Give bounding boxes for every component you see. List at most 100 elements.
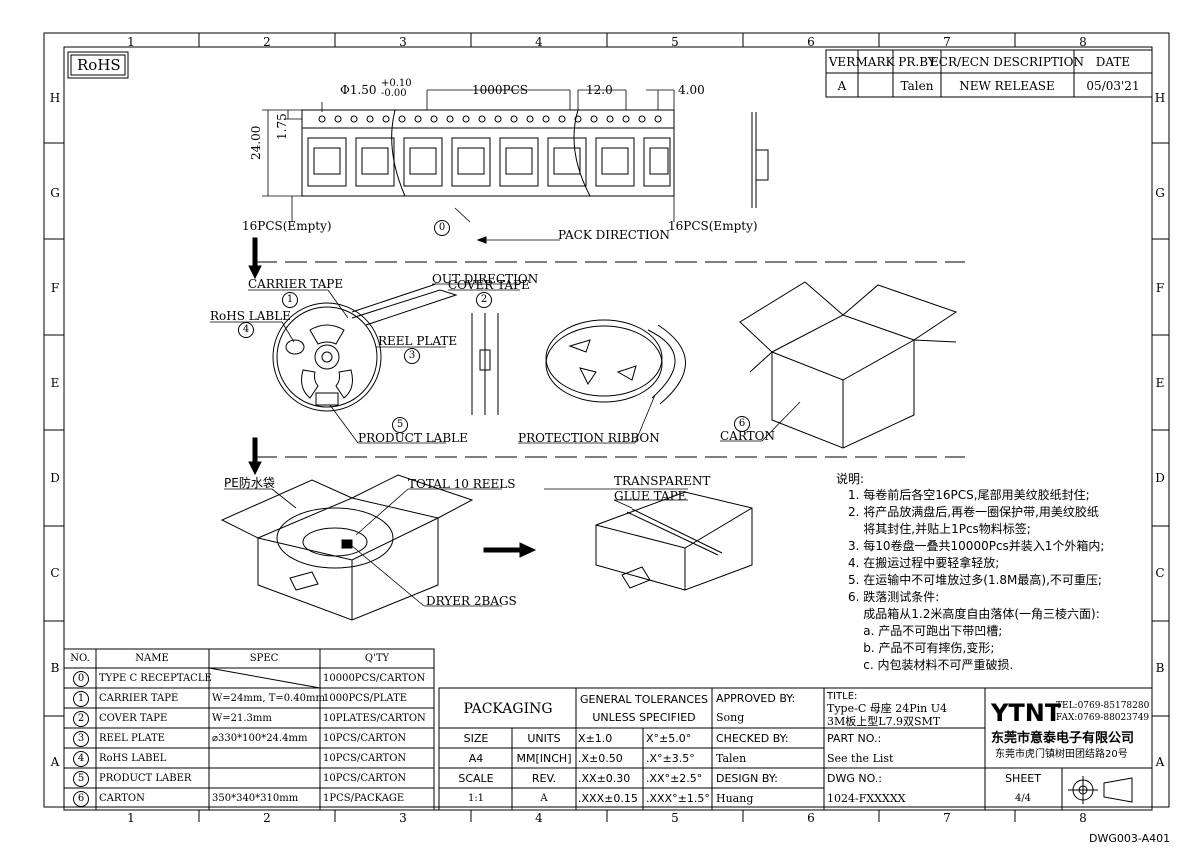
row-label-f: F <box>50 281 60 295</box>
item-marker-2: 2 <box>476 292 492 308</box>
company-logo: YTNT <box>991 699 1062 727</box>
row-label-e-right: E <box>1155 376 1165 390</box>
checked-by-value: Talen <box>716 752 747 765</box>
row-label-g-right: G <box>1155 186 1165 200</box>
size-label: SIZE <box>463 732 489 745</box>
col-label-2: 2 <box>263 35 271 49</box>
note-line: 将其封住,并贴上1Pcs物料标签; <box>848 522 1031 536</box>
note-line: c. 内包装材料不可严重破损. <box>848 658 1014 672</box>
bom-row-name: REEL PLATE <box>99 733 165 744</box>
leader-lines <box>210 283 801 607</box>
hole-tolerance-plus: +0.10 <box>381 78 412 89</box>
tolerance-xxxx-angle: .XXX°±1.5° <box>646 792 710 805</box>
title-block <box>438 687 1153 811</box>
item-marker-5: 5 <box>392 417 408 433</box>
row-label-a-right: A <box>1155 755 1165 769</box>
item-marker-6: 6 <box>734 416 750 432</box>
bom-table <box>63 648 435 811</box>
note-line: a. 产品不可跑出下带凹槽; <box>848 624 1003 638</box>
part-no-value: See the List <box>827 752 894 765</box>
col-label-4: 4 <box>535 35 543 49</box>
bom-row-no: 0 <box>73 671 89 687</box>
lead-empty-label: 16PCS(Empty) <box>242 219 332 233</box>
rev-header-date: DATE <box>1095 55 1131 69</box>
bom-row-name: CARTON <box>99 793 145 804</box>
trail-empty-label: 16PCS(Empty) <box>668 219 758 233</box>
document-code: DWG003-A401 <box>1089 832 1171 845</box>
note-line: 4. 在搬运过程中要轻拿轻放; <box>848 556 1000 570</box>
transparent-label: TRANSPARENT <box>614 474 711 488</box>
col-label-6: 6 <box>807 35 815 49</box>
row-label-h-right: H <box>1154 91 1166 105</box>
design-by-value: Huang <box>716 792 754 805</box>
tolerance-xxxx: .XXX±0.15 <box>578 792 638 805</box>
out-direction-label: OUT DIRECTION <box>432 272 539 286</box>
scale-value: 1:1 <box>467 793 485 804</box>
rev-header-ver: VER <box>828 55 856 69</box>
outer-border <box>43 32 1170 808</box>
col-label-3: 3 <box>399 35 407 49</box>
dwg-no-label: DWG NO.: <box>827 772 883 785</box>
rev-date: 05/03'21 <box>1086 79 1140 93</box>
bom-row-name: RoHS LABEL <box>99 753 167 764</box>
tape-dimensions <box>262 89 675 241</box>
title-line-1: Type-C 母座 24Pin U4 <box>827 702 947 715</box>
hole-offset-label: 1.75 <box>275 113 289 140</box>
bom-row-no: 6 <box>73 791 89 807</box>
units-label: UNITS <box>527 732 561 745</box>
protection-ribbon-reel <box>545 319 686 405</box>
item-marker-1: 1 <box>282 292 298 308</box>
bom-row-spec: ⌀330*100*24.4mm <box>212 733 308 744</box>
product-lable-label: PRODUCT LABLE <box>358 431 468 445</box>
carton-drawing <box>739 281 958 449</box>
note-line: b. 产品不可有摔伤,变形; <box>848 641 995 655</box>
company-fax: FAX:0769-88023749 <box>1056 713 1150 723</box>
rev-label: REV. <box>531 772 557 785</box>
bom-row-spec: 350*340*310mm <box>212 793 299 804</box>
col-label-1: 1 <box>127 35 135 49</box>
bom-row-spec: W=24mm, T=0.40mm <box>212 693 325 704</box>
title-label: TITLE: <box>827 691 858 702</box>
row-label-c-right: C <box>1155 566 1165 580</box>
col-label-8: 8 <box>1079 35 1087 49</box>
bom-row-no: 5 <box>73 771 89 787</box>
bom-row-qty: 10PLATES/CARTON <box>323 713 426 724</box>
dryer-label: DRYER 2BAGS <box>426 594 517 608</box>
approved-by-value: Song <box>716 711 745 724</box>
col-label-7: 7 <box>943 35 951 49</box>
note-line: 5. 在运输中不可堆放过多(1.8M最高),不可重压; <box>848 573 1102 587</box>
reel-plate-label: REEL PLATE <box>378 334 458 348</box>
row-label-h: H <box>49 91 61 105</box>
open-box-with-reels <box>220 474 474 621</box>
pocket-pitch-label: 12.0 <box>586 83 613 97</box>
approved-by-label: APPROVED BY: <box>716 692 796 705</box>
reel-side-view <box>471 313 499 415</box>
rev-header-mark: MARK <box>855 55 895 69</box>
reel-plate-drawing <box>272 283 458 412</box>
col-label-2-bottom: 2 <box>263 811 271 825</box>
row-label-a: A <box>50 755 60 769</box>
company-name: 东莞市意泰电子有限公司 <box>991 731 1135 746</box>
reel-quantity-label: 1000PCS <box>472 83 529 97</box>
rev-value: A <box>540 793 548 804</box>
title-line-2: 3M板上型L7.9双SMT <box>827 715 941 728</box>
bom-row-no: 4 <box>73 751 89 767</box>
rohs-lable-label: RoHS LABLE <box>210 309 291 323</box>
rev-prby: Talen <box>900 79 934 93</box>
row-label-d: D <box>50 471 60 485</box>
tape-pockets <box>307 137 671 187</box>
note-line: 3. 每10卷盘一叠共10000Pcs并装入1个外箱内; <box>848 539 1105 553</box>
units-value: MM[INCH] <box>516 752 572 765</box>
pack-direction-arrowhead <box>476 236 487 244</box>
row-label-f-right: F <box>1155 281 1165 295</box>
bom-row-no: 1 <box>73 691 89 707</box>
hole-pitch-label: 4.00 <box>678 83 705 97</box>
rev-header-description: ECR/ECN DESCRIPTION <box>930 55 1084 69</box>
revision-table <box>825 49 1153 98</box>
pack-direction-label: PACK DIRECTION <box>558 228 671 242</box>
checked-by-label: CHECKED BY: <box>716 732 789 745</box>
flow-arrows <box>248 236 537 558</box>
note-line: 6. 跌落测试条件: <box>848 590 940 604</box>
col-label-4-bottom: 4 <box>535 811 543 825</box>
row-label-d-right: D <box>1155 471 1165 485</box>
